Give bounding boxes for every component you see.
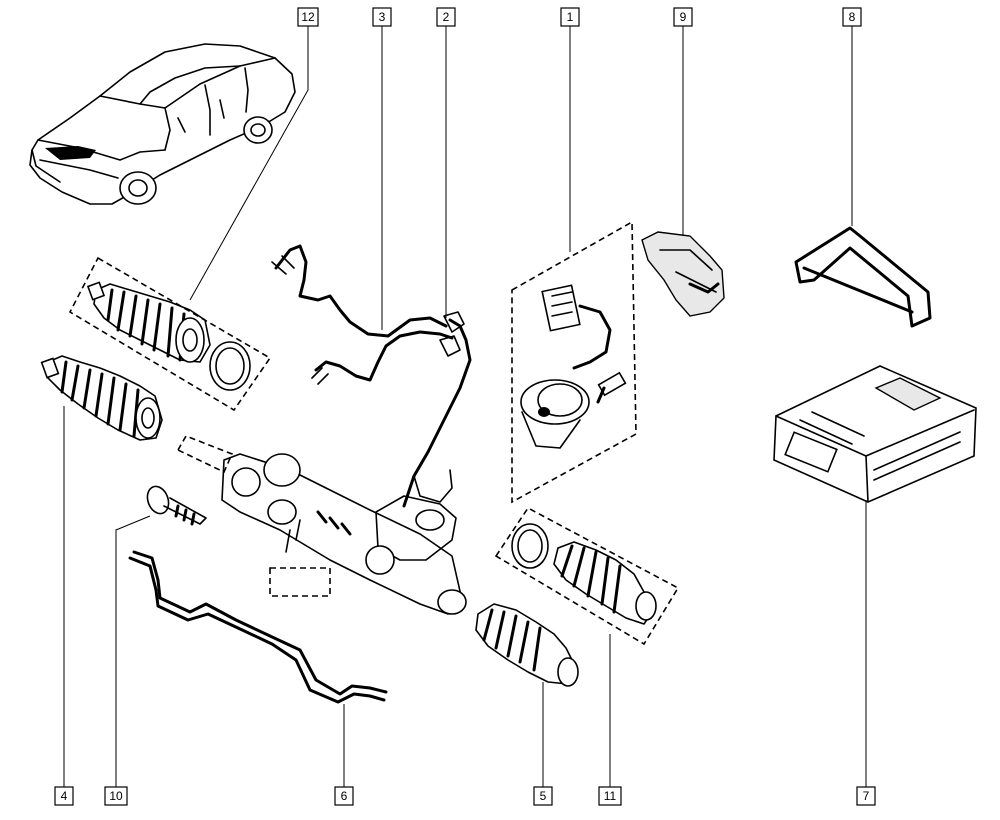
bellows-ribs-12 [106, 288, 186, 362]
bellows-ribs-11 [560, 544, 622, 614]
callout-2: 2 [436, 7, 456, 27]
callout-3: 3 [372, 7, 392, 27]
boot-kit-11 [494, 506, 680, 646]
callout-1-label: 1 [567, 10, 574, 24]
bracket-9 [641, 231, 725, 317]
callout-11-label: 11 [604, 789, 617, 803]
boot-5 [475, 603, 579, 687]
leader-lines [63, 26, 867, 787]
callout-9: 9 [673, 7, 693, 27]
steering-rack [176, 435, 467, 615]
boot-kit-12 [68, 256, 272, 412]
callout-1: 1 [560, 7, 580, 27]
callout-2-label: 2 [443, 10, 450, 24]
callout-8-label: 8 [849, 10, 856, 24]
callout-12-label: 12 [301, 10, 315, 24]
bolt-10 [146, 485, 207, 526]
callout-7: 7 [856, 786, 876, 806]
bracket-8 [794, 226, 932, 328]
control-unit-7 [773, 365, 977, 503]
boot-4 [40, 355, 163, 441]
callout-10: 10 [104, 786, 128, 806]
callout-4-label: 4 [61, 789, 68, 803]
callout-11: 11 [598, 786, 622, 806]
sensor-kit-1 [511, 220, 637, 504]
callout-6: 6 [334, 786, 354, 806]
callout-9-label: 9 [680, 10, 687, 24]
callout-10-label: 10 [109, 789, 123, 803]
callout-4: 4 [54, 786, 74, 806]
callout-7-label: 7 [863, 789, 870, 803]
callout-5-label: 5 [540, 789, 547, 803]
hydraulic-pipe-2 [402, 311, 472, 508]
callout-12: 12 [297, 7, 319, 27]
callout-8: 8 [842, 7, 862, 27]
bellows-ribs-4 [60, 360, 140, 438]
return-pipe-6 [128, 550, 388, 704]
callout-5: 5 [533, 786, 553, 806]
callout-6-label: 6 [341, 789, 348, 803]
callout-3-label: 3 [379, 10, 386, 24]
bellows-ribs-5 [482, 608, 542, 672]
hydraulic-pipe-3 [271, 244, 454, 385]
vehicle-illustration [29, 43, 296, 205]
